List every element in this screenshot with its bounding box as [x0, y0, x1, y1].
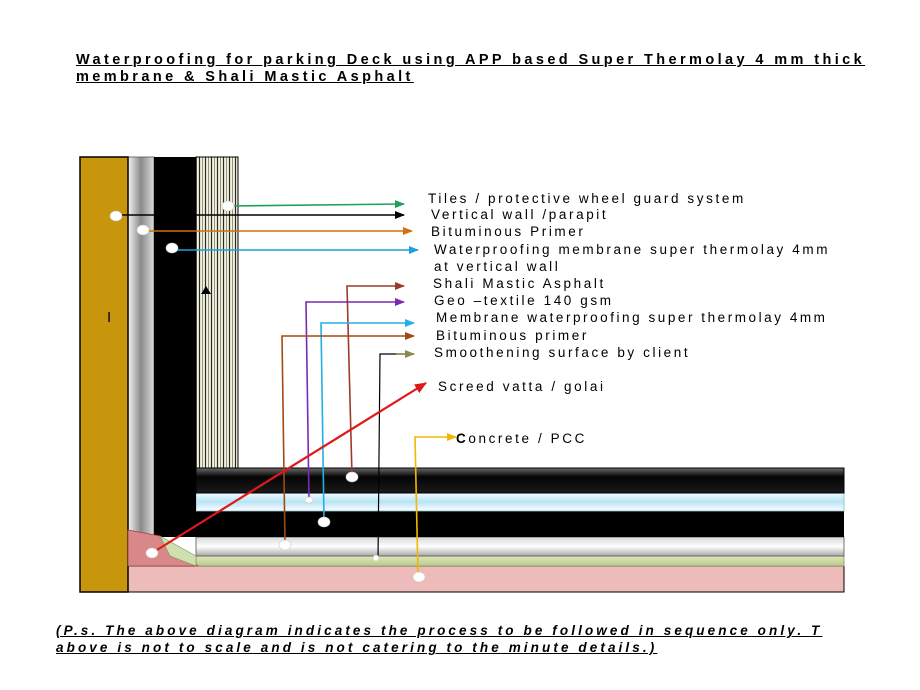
label-primer-top: Bituminous Primer — [431, 224, 586, 239]
dot-primer-top — [136, 224, 150, 236]
primer-vertical-layer — [127, 156, 155, 538]
label-mastic: Shali Mastic Asphalt — [433, 276, 606, 291]
label-concrete-initial: C — [456, 431, 469, 446]
title-line-2: membrane & Shali Mastic Asphalt — [76, 69, 414, 85]
label-primer-bottom: Bituminous primer — [436, 328, 589, 343]
primer-horizontal-layer — [195, 536, 845, 557]
dot-membrane-vertical — [165, 242, 179, 254]
leader-mastic — [346, 282, 405, 477]
leader-tiles — [227, 200, 405, 209]
page-title: Waterproofing for parking Deck using APP… — [76, 52, 865, 86]
dot-geotextile — [304, 496, 314, 504]
dot-screed — [145, 547, 159, 559]
dot-smoothening — [372, 554, 380, 562]
membrane-horizontal-layer — [196, 511, 844, 537]
label-screed: Screed vatta / golai — [438, 379, 606, 394]
label-smoothening: Smoothening surface by client — [434, 345, 691, 360]
label-membrane-vertical-1: Waterproofing membrane super thermolay 4… — [434, 242, 831, 257]
label-membrane-vertical-2: at vertical wall — [434, 259, 561, 274]
dot-tiles — [221, 200, 235, 212]
leader-screed — [151, 382, 427, 554]
label-tiles: Tiles / protective wheel guard system — [428, 191, 746, 206]
tiles-direction-arrow — [201, 286, 211, 294]
leader-membrane-horizontal — [320, 319, 415, 522]
dot-mastic — [345, 471, 359, 483]
dot-vertical-wall — [109, 210, 123, 222]
dot-membrane-horizontal — [317, 516, 331, 528]
geotextile-layer — [195, 492, 845, 512]
membrane-vertical-layer — [154, 157, 196, 537]
dot-primer-bottom — [278, 539, 292, 551]
label-membrane-horizontal: Membrane waterproofing super thermolay 4… — [436, 310, 828, 325]
smoothening-layer — [195, 555, 845, 567]
leader-primer-bottom — [281, 332, 415, 546]
dot-concrete — [412, 571, 426, 583]
label-vertical-wall: Vertical wall /parapit — [431, 207, 609, 222]
label-concrete-rest: oncrete / PCC — [468, 431, 587, 446]
leader-concrete — [414, 433, 457, 577]
label-concrete: Concrete / PCC — [456, 431, 587, 447]
title-line-1: Waterproofing for parking Deck using APP… — [76, 52, 866, 68]
mastic-asphalt-layer — [195, 467, 845, 494]
vertical-wall — [79, 156, 129, 593]
leader-geotextile — [305, 298, 405, 501]
footnote-line-2: above is not to scale and is not caterin… — [56, 640, 658, 655]
concrete-slab — [127, 565, 845, 593]
wall-mark: I — [107, 309, 112, 326]
label-geotextile: Geo –textile 140 gsm — [434, 293, 614, 308]
footnote-line-1: (P.s. The above diagram indicates the pr… — [56, 623, 823, 638]
leader-dots — [109, 200, 426, 583]
footnote: (P.s. The above diagram indicates the pr… — [56, 622, 822, 656]
